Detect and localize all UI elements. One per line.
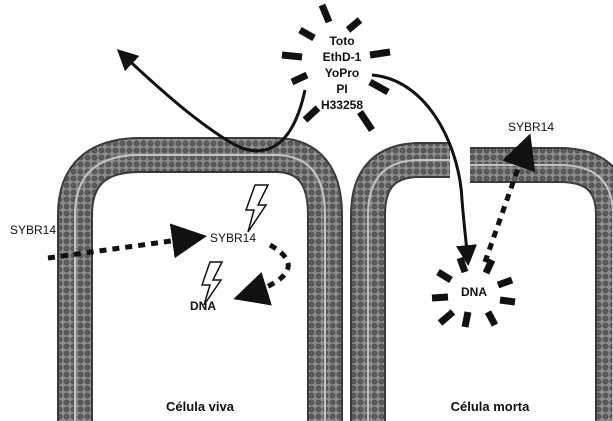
dye-deflected-arrow [120,52,305,151]
sybr-exiting-label: SYBR14 [508,120,554,134]
dna-dead-label: DNA [461,285,487,299]
dye-list: Toto EthD-1 YoPro PI H33258 [321,34,363,112]
sybr-to-dna-arrow [240,245,288,297]
live-cell-membrane [75,155,325,421]
dna-live-label: DNA [190,299,216,313]
dye-label: PI [336,82,347,96]
sybr-inside-label: SYBR14 [210,231,256,245]
live-cell-caption: Célula viva [166,399,235,414]
dead-cell-caption: Célula morta [451,399,531,414]
dye-label: EthD-1 [323,50,362,64]
sybr-outside-label: SYBR14 [10,223,56,237]
dye-label: YoPro [325,66,359,80]
lightning-bolt-icon [246,185,268,232]
dye-label: Toto [329,34,354,48]
dead-cell-membrane [368,160,613,421]
dye-label: H33258 [321,98,363,112]
